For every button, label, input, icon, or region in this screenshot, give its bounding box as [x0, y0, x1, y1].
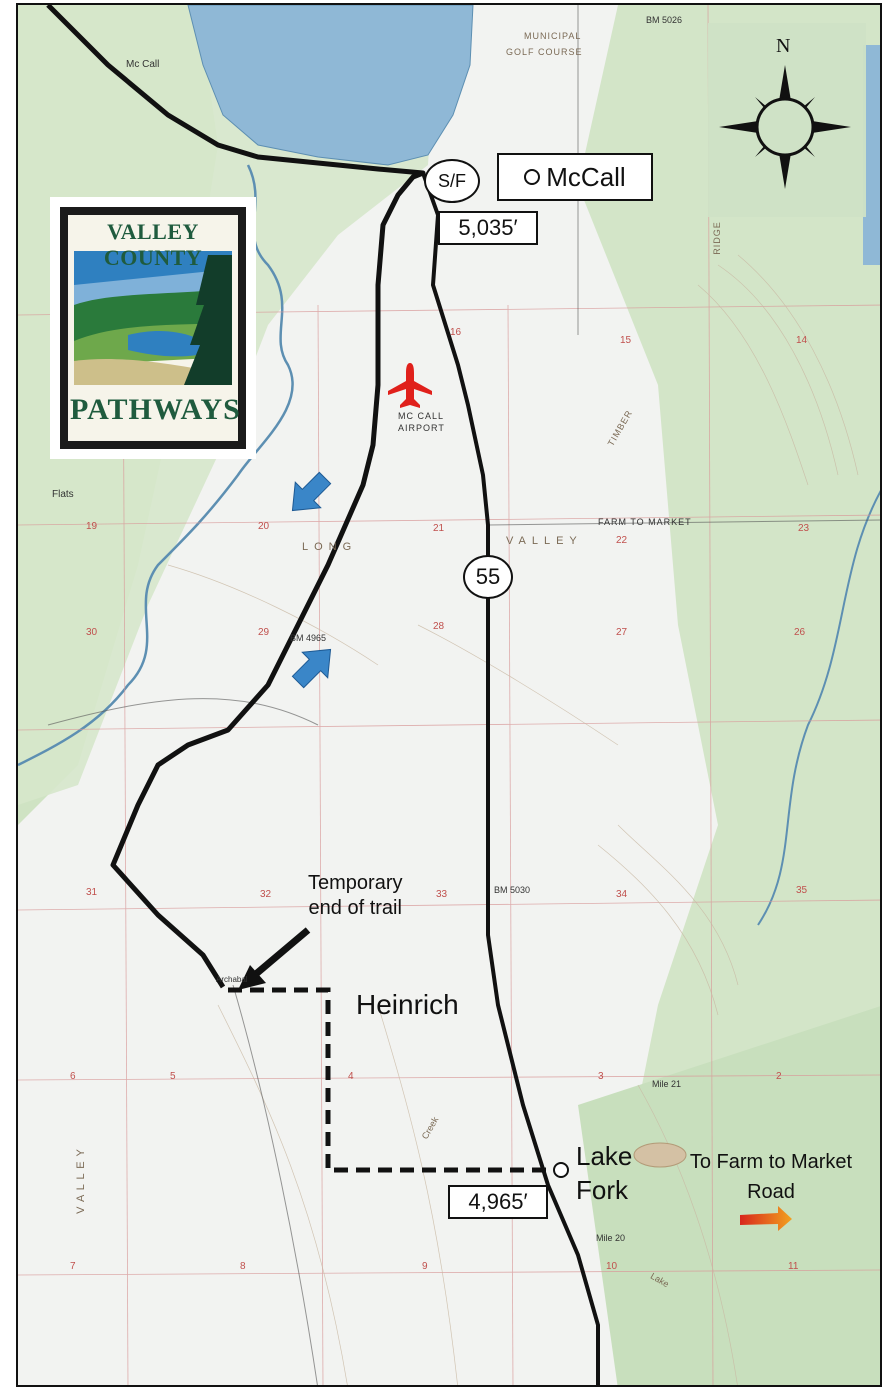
- basemap-valley-lower: V A L L E Y: [74, 1148, 87, 1214]
- basemap-bm-5026: BM 5026: [646, 15, 683, 25]
- section-number: 27: [616, 627, 628, 638]
- direction-arrow-up: [291, 648, 332, 689]
- section-number: 28: [433, 621, 445, 632]
- section-number: 19: [86, 521, 98, 532]
- lake-fork-label: Lake Fork: [576, 1139, 632, 1207]
- section-number: 10: [606, 1261, 618, 1272]
- north-fork-river: [18, 164, 294, 767]
- east-lake: [863, 45, 880, 265]
- logo-title-top: VALLEY COUNTY: [103, 219, 203, 270]
- section-number: 31: [86, 887, 98, 898]
- trail-main: [46, 5, 426, 989]
- sf-route-badge: S/F: [424, 159, 480, 203]
- section-number: 7: [70, 1261, 76, 1272]
- temporary-end-line2: end of trail: [308, 897, 402, 919]
- section-number: 22: [616, 535, 628, 546]
- section-number: 29: [258, 627, 270, 638]
- section-number: 4: [348, 1071, 354, 1082]
- section-number: 14: [796, 335, 808, 346]
- mccall-marker-icon: [524, 169, 541, 185]
- farm-to-market-label: To Farm to Market Road: [666, 1147, 876, 1207]
- mccall-label-box: McCall: [497, 153, 653, 201]
- section-number: 8: [240, 1261, 246, 1272]
- section-number: 15: [620, 335, 632, 346]
- elevation-top: 5,035′: [438, 211, 538, 245]
- section-number: 35: [796, 885, 808, 896]
- lake-fork-line1: Lake: [576, 1141, 633, 1171]
- compass-rose: [719, 65, 851, 189]
- section-number: 6: [70, 1071, 76, 1082]
- farm-to-market-line1: To Farm to Market: [689, 1151, 853, 1173]
- basemap-mile-20: Mile 20: [596, 1233, 626, 1243]
- basemap-bm-5030: BM 5030: [494, 885, 531, 895]
- basemap-golf: GOLF COURSE: [506, 47, 583, 57]
- logo-title-bottom: PATHWAYS: [70, 393, 241, 426]
- lake-fork-line2: Fork: [576, 1175, 628, 1205]
- section-number: 5: [170, 1071, 176, 1082]
- heinrich-label: Heinrich: [356, 989, 459, 1020]
- basemap-valley-mid: VALLEY: [506, 535, 583, 547]
- section-number: 30: [86, 627, 98, 638]
- highway-55: [421, 172, 600, 1385]
- elevation-bottom: 4,965′: [448, 1185, 548, 1219]
- basemap-farm-to-market: FARM TO MARKET: [598, 517, 692, 527]
- hwy-55-shield: 55: [463, 555, 513, 599]
- forest-area-se: [578, 1006, 880, 1385]
- basemap-airport-1: MC CALL: [398, 411, 445, 421]
- section-number: 9: [422, 1261, 428, 1272]
- section-number: 21: [433, 523, 445, 534]
- basemap-municipal: MUNICIPAL: [524, 31, 582, 41]
- compass-north-label: N: [776, 35, 791, 57]
- basemap-long: LONG: [302, 541, 358, 553]
- basemap-ridge: RIDGE: [711, 221, 722, 255]
- logo-trees: [184, 255, 232, 385]
- airport-plane-icon: [388, 363, 432, 408]
- section-number: 26: [794, 627, 806, 638]
- section-number: 2: [776, 1071, 782, 1082]
- cleared-valley: [168, 265, 578, 1385]
- basemap-mile-21: Mile 21: [652, 1079, 682, 1089]
- section-number: 11: [788, 1261, 799, 1272]
- section-number: 3: [598, 1071, 604, 1082]
- temporary-end-label: Temporary end of trail: [308, 871, 402, 921]
- section-number: 23: [798, 523, 810, 534]
- farm-to-market-line2: Road: [747, 1181, 795, 1203]
- map-frame: VALLEY COUNTY PATHWAYS N S/F McCall 5,03…: [16, 3, 882, 1387]
- basemap-bm-4965: BM 4965: [290, 633, 327, 643]
- temporary-end-arrow: [238, 927, 311, 990]
- basemap-flats: Flats: [52, 489, 74, 500]
- section-number: 33: [436, 889, 448, 900]
- trail-future-dashed: [228, 987, 558, 1173]
- basemap-airport-2: AIRPORT: [398, 423, 445, 433]
- payette-lake: [187, 5, 474, 166]
- section-number: 32: [260, 889, 272, 900]
- farm-to-market-arrow: [740, 1206, 792, 1231]
- basemap-archabal: Archabal: [216, 975, 248, 984]
- basemap: [18, 5, 880, 1385]
- section-number: 20: [258, 521, 270, 532]
- east-creek: [757, 490, 880, 926]
- temporary-end-line1: Temporary: [308, 872, 403, 894]
- section-number: 34: [616, 889, 628, 900]
- direction-arrow-down: [291, 471, 332, 512]
- basemap-mccall-small: Mc Call: [126, 59, 160, 70]
- lake-fork-marker: [553, 1162, 569, 1178]
- gravel-pit: [633, 1142, 687, 1168]
- mccall-label: McCall: [546, 161, 626, 192]
- section-number: 16: [450, 327, 462, 338]
